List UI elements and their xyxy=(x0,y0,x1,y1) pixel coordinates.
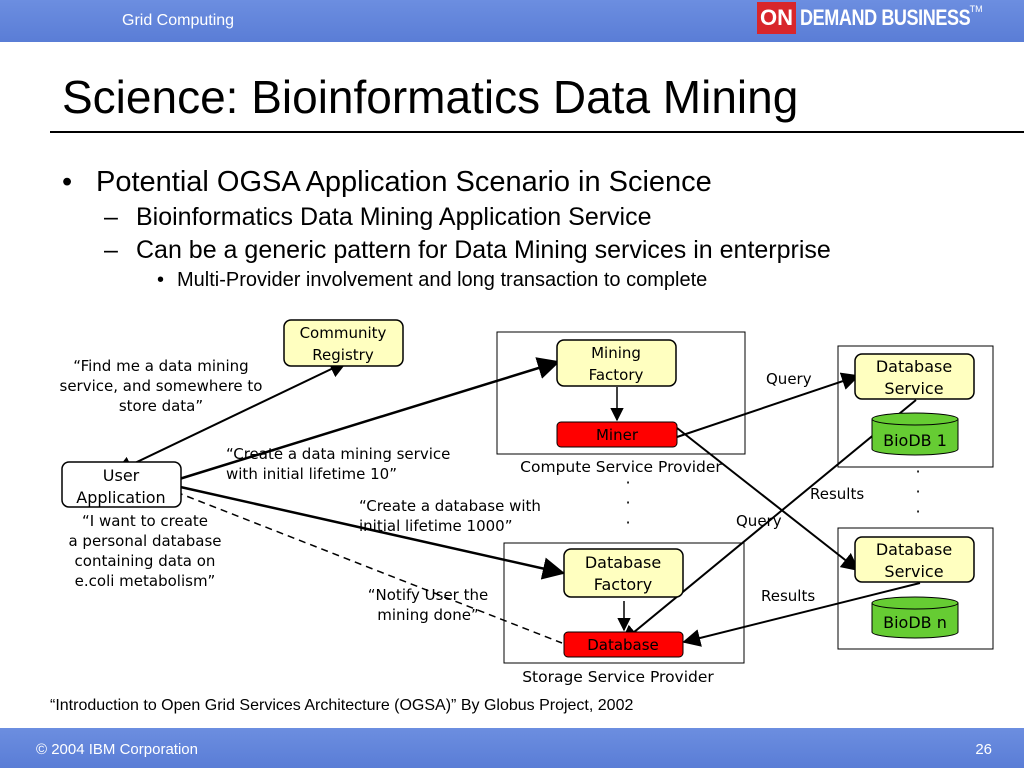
bullet-text: Can be a generic pattern for Data Mining… xyxy=(136,236,831,264)
svg-text:·: · xyxy=(915,482,920,501)
community-registry-box: Community Registry xyxy=(283,319,404,367)
bullet-marker: • xyxy=(62,166,73,198)
box-label: Database xyxy=(876,540,952,559)
box-label: User xyxy=(103,466,140,485)
svg-text:containing data on: containing data on xyxy=(75,552,216,570)
compute-provider-frame xyxy=(496,331,746,455)
storage-provider-frame xyxy=(503,542,745,664)
notify-user-dashed-arrow xyxy=(175,491,563,644)
box-label: Registry xyxy=(312,346,374,364)
bullet-level-3: • Multi-Provider involvement and long tra… xyxy=(157,269,831,292)
svg-text:service, and somewhere to: service, and somewhere to xyxy=(60,377,263,395)
svg-text:·: · xyxy=(625,473,630,492)
user-application-box: User Application xyxy=(61,461,182,508)
box-label: Factory xyxy=(589,366,644,384)
svg-text:·: · xyxy=(625,513,630,532)
create-mining-arrow xyxy=(175,357,561,482)
footer-bar: © 2004 IBM Corporation 26 xyxy=(0,728,1024,768)
svg-text:e.coli metabolism”: e.coli metabolism” xyxy=(75,572,216,590)
quote-create-database: “Create a database with initial lifetime… xyxy=(359,497,541,535)
box-label: Miner xyxy=(596,426,639,444)
box-label: Database xyxy=(876,357,952,376)
database-service-1-box: Database Service xyxy=(854,353,975,400)
bullet-marker: • xyxy=(157,269,165,291)
cylinder-label: BioDB n xyxy=(883,613,947,632)
query-1-label: Query xyxy=(766,370,812,388)
bullet-text: Multi-Provider involvement and long tran… xyxy=(177,269,708,291)
database-box: Database xyxy=(563,631,684,658)
bullet-level-2: –Bioinformatics Data Mining Application … xyxy=(104,203,831,232)
svg-text:·: · xyxy=(915,462,920,481)
svg-text:·: · xyxy=(625,493,630,512)
box-label: Mining xyxy=(591,344,641,362)
dash-marker: – xyxy=(104,236,118,264)
results-2-label: Results xyxy=(761,587,815,605)
title-divider xyxy=(50,131,1024,133)
quote-create-mining-service: “Create a data mining service with initi… xyxy=(226,445,450,483)
quote-notify-user: “Notify User the mining done” xyxy=(368,586,488,624)
slide-title: Science: Bioinformatics Data Mining xyxy=(62,71,799,123)
box-label: Database xyxy=(587,636,659,654)
database-service-n-box: Database Service xyxy=(854,536,975,583)
database-provider-1-frame xyxy=(837,345,994,468)
query-2-arrow xyxy=(676,427,860,572)
svg-text:“Notify User the: “Notify User the xyxy=(368,586,488,604)
database-providers-ellipsis: · · · xyxy=(915,462,920,521)
biodb-n-cylinder: BioDB n xyxy=(871,596,959,639)
bullet-text: Potential OGSA Application Scenario in S… xyxy=(96,166,712,198)
header-bar: Grid Computing ON DEMAND BUSINESS TM xyxy=(0,0,1024,42)
svg-text:“Create a database with: “Create a database with xyxy=(359,497,541,515)
svg-text:store data”: store data” xyxy=(119,397,203,415)
box-label: Service xyxy=(884,379,943,398)
svg-text:“I want to create: “I want to create xyxy=(82,512,208,530)
bullet-level-1: • Potential OGSA Application Scenario in … xyxy=(62,166,831,199)
storage-provider-label: Storage Service Provider xyxy=(522,668,714,686)
svg-text:with initial lifetime 10”: with initial lifetime 10” xyxy=(226,465,397,483)
query-1-arrow xyxy=(676,372,860,438)
brand-text: DEMAND BUSINESS xyxy=(800,5,971,30)
results-1-arrow xyxy=(620,399,917,644)
biodb-1-cylinder: BioDB 1 xyxy=(871,412,959,456)
results-2-arrow xyxy=(682,582,921,647)
create-database-arrow xyxy=(175,484,566,580)
box-label: Application xyxy=(76,488,165,507)
user-registry-arrow xyxy=(114,360,348,474)
svg-text:“Find me a data mining: “Find me a data mining xyxy=(73,357,248,375)
dash-marker: – xyxy=(104,203,118,231)
bullet-list: • Potential OGSA Application Scenario in … xyxy=(62,166,831,292)
cylinder-label: BioDB 1 xyxy=(883,431,947,450)
compute-provider-label: Compute Service Provider xyxy=(520,458,722,476)
query-2-label: Query xyxy=(736,512,782,530)
copyright: © 2004 IBM Corporation xyxy=(36,741,198,758)
svg-text:a personal database: a personal database xyxy=(68,532,221,550)
box-label: Database xyxy=(585,553,661,572)
database-factory-box: Database Factory xyxy=(563,548,684,598)
bullet-text: Bioinformatics Data Mining Application S… xyxy=(136,203,652,231)
miner-box: Miner xyxy=(556,421,678,448)
database-provider-n-frame xyxy=(837,527,994,650)
mining-factory-box: Mining Factory xyxy=(556,339,677,387)
svg-text:initial lifetime 1000”: initial lifetime 1000” xyxy=(359,517,512,535)
citation: “Introduction to Open Grid Services Arch… xyxy=(50,697,634,714)
section-label: Grid Computing xyxy=(122,12,235,29)
svg-text:·: · xyxy=(915,502,920,521)
on-demand-business-logo: ON DEMAND BUSINESS TM xyxy=(757,2,983,34)
box-label: Factory xyxy=(594,575,652,594)
compute-storage-ellipsis: · · · xyxy=(625,473,630,532)
box-label: Service xyxy=(884,562,943,581)
brand-trademark: TM xyxy=(969,4,983,14)
quote-create-personal-db: “I want to create a personal database co… xyxy=(68,512,221,590)
svg-text:mining done”: mining done” xyxy=(377,606,478,624)
box-label: Community xyxy=(300,324,387,342)
svg-text:“Create a data mining service: “Create a data mining service xyxy=(226,445,450,463)
page-number: 26 xyxy=(975,741,992,758)
quote-find-service: “Find me a data mining service, and some… xyxy=(60,357,263,415)
brand-on: ON xyxy=(757,2,796,34)
bullet-level-2: –Can be a generic pattern for Data Minin… xyxy=(104,236,831,265)
results-1-label: Results xyxy=(810,485,864,503)
